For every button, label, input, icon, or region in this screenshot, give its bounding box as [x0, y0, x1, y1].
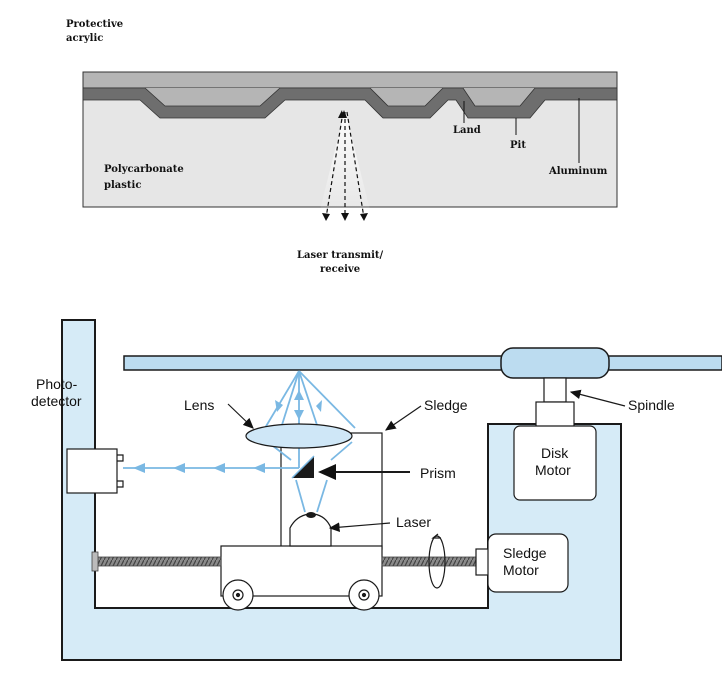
disk-motor: [513, 425, 597, 501]
label-protective-line2: acrylic: [66, 33, 103, 44]
label-land: Land: [453, 125, 481, 136]
sledge-wheels: [222, 579, 380, 611]
laser-beam-lines: [325, 111, 365, 219]
acrylic-pit-fill: [83, 88, 617, 106]
laser-arrowheads: [322, 110, 368, 221]
label-aluminum: Aluminum: [548, 166, 608, 177]
lens-leader: [227, 403, 254, 429]
disk-motor-label-line2: Motor: [535, 462, 571, 478]
cd-player-mechanism: Disk Motor Sledge Motor: [31, 319, 722, 661]
label-protective-line1: Protective: [66, 19, 123, 30]
disk-clamp: [500, 347, 610, 379]
disk-motor-label-line1: Disk: [541, 445, 569, 461]
label-laser-line1: Laser transmit/: [297, 250, 384, 261]
acrylic-layer: [82, 71, 618, 89]
sledge-motor: [487, 533, 569, 593]
laser-leader: [328, 522, 391, 532]
laser-head: [289, 513, 332, 547]
lead-screw-left: [94, 556, 222, 567]
photodetector-label-line2: detector: [31, 393, 82, 409]
screw-end-cap: [91, 551, 99, 572]
sledge-motor-label-line1: Sledge: [503, 545, 547, 561]
photodetector-notch: [117, 454, 124, 488]
sledge-motor-label-line2: Motor: [503, 562, 539, 578]
lens-label: Lens: [184, 397, 214, 413]
aluminum-layer: [82, 87, 618, 119]
rotation-arrow-icon: [428, 533, 446, 589]
lead-screw-right: [381, 556, 487, 567]
spindle-base: [535, 401, 575, 429]
photodetector: [66, 448, 118, 494]
housing: [61, 319, 622, 661]
light-arrows: [133, 390, 322, 473]
disk: [123, 355, 722, 371]
label-laser-line2: receive: [320, 264, 360, 275]
lens: [245, 423, 353, 449]
spindle-leader: [569, 389, 626, 407]
laser-light-path: [123, 370, 356, 513]
photodetector-label-line1: Photo-: [36, 376, 78, 392]
sledge-label: Sledge: [424, 397, 468, 413]
spindle-label: Spindle: [628, 397, 675, 413]
prism-label: Prism: [420, 465, 456, 481]
label-polycarbonate-line1: Polycarbonate: [104, 164, 184, 175]
cd-cross-section: Protective acrylic Polycarbonate plastic…: [66, 19, 618, 275]
label-polycarbonate-line2: plastic: [104, 180, 141, 191]
label-pit: Pit: [510, 140, 526, 151]
laser-emitter: [306, 512, 316, 518]
spindle-top: [543, 377, 567, 403]
laser-label: Laser: [396, 514, 431, 530]
sledge-leader: [385, 405, 422, 431]
